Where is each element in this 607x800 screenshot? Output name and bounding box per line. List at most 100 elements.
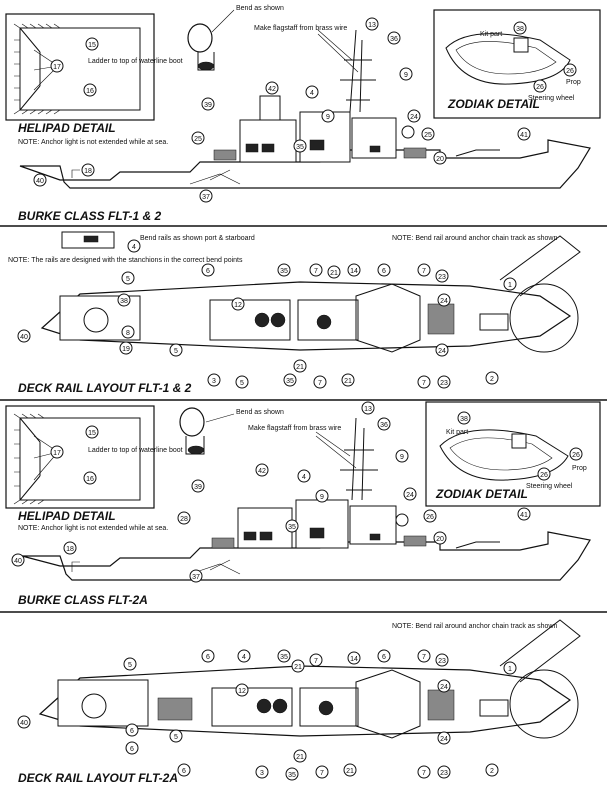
rail2-callout-7c: 7 bbox=[320, 770, 324, 777]
anchor-light-note: NOTE: Anchor light is not extended while… bbox=[18, 139, 168, 146]
rail2-callout-24a: 24 bbox=[440, 684, 448, 691]
rail1-callout-6b: 6 bbox=[382, 268, 386, 275]
rail1-callout-21c: 21 bbox=[344, 378, 352, 385]
profile2-callout-35: 35 bbox=[288, 524, 296, 531]
rail1-callout-5c: 5 bbox=[240, 380, 244, 387]
radar-dish-illustration-2a: Bend as shown bbox=[179, 407, 284, 455]
profile2-callout-42: 42 bbox=[258, 468, 266, 475]
rail1-callout-6: 6 bbox=[206, 268, 210, 275]
rail2-callout-21b: 21 bbox=[296, 754, 304, 761]
rail1-callout-19: 19 bbox=[122, 346, 130, 353]
zodiak-callout-38-2a: 38 bbox=[460, 416, 468, 423]
profile1-callout-24: 24 bbox=[410, 114, 418, 121]
panel-flt-2a-deck-rails: NOTE: Bend rail around anchor chain trac… bbox=[17, 619, 581, 785]
rail1-callout-5b: 5 bbox=[174, 348, 178, 355]
rail2-callout-1: 1 bbox=[508, 666, 512, 673]
profile1-callout-9b: 9 bbox=[326, 114, 330, 121]
flagstaff-note: Make flagstaff from brass wire bbox=[254, 25, 347, 32]
helipad-detail-box-2a: 15 17 16 Ladder to top of waterline boot… bbox=[5, 405, 183, 523]
profile1-callout-42: 42 bbox=[268, 86, 276, 93]
profile2-callout-20: 20 bbox=[436, 536, 444, 543]
zodiak-steering-label-2a: Steering wheel bbox=[526, 483, 573, 490]
rail1-callout-21b: 21 bbox=[296, 364, 304, 371]
rail1-callout-24b: 24 bbox=[438, 348, 446, 355]
rail2-callout-23b: 23 bbox=[440, 770, 448, 777]
profile2-callout-18: 18 bbox=[66, 546, 74, 553]
anchor-chain-note: NOTE: Bend rail around anchor chain trac… bbox=[392, 235, 557, 242]
rail2-callout-6d: 6 bbox=[130, 746, 134, 753]
profile1-callout-18: 18 bbox=[84, 168, 92, 175]
zodiak-kit-part-label-2a: Kit part bbox=[446, 429, 468, 436]
rail1-callout-8: 8 bbox=[126, 330, 130, 337]
profile2-callout-36: 36 bbox=[380, 422, 388, 429]
rail1-callout-24a: 24 bbox=[440, 298, 448, 305]
rail1-callout-35b: 35 bbox=[286, 378, 294, 385]
profile1-callout-39: 39 bbox=[204, 102, 212, 109]
rail1-callout-23a: 23 bbox=[438, 274, 446, 281]
rail2-callout-6c: 6 bbox=[130, 728, 134, 735]
rail2-callout-6b: 6 bbox=[382, 654, 386, 661]
zodiak-callout-26b: 26 bbox=[536, 84, 544, 91]
rail2-callout-21a: 21 bbox=[294, 664, 302, 671]
rail1-callout-14: 14 bbox=[350, 268, 358, 275]
ladder-note-2a: Ladder to top of waterline boot bbox=[88, 447, 183, 454]
zodiak-callout-26a-2a: 26 bbox=[572, 452, 580, 459]
zodiak-callout-38: 38 bbox=[516, 26, 524, 33]
panel-flt-1-2-deck-rails: Bend rails as shown port & starboard NOT… bbox=[8, 231, 581, 395]
rail2-callout-7d: 7 bbox=[422, 770, 426, 777]
zodiak-detail-title: ZODIAK DETAIL bbox=[447, 97, 540, 111]
rail2-callout-24b: 24 bbox=[440, 736, 448, 743]
ship-profile-flt-2a bbox=[21, 417, 591, 581]
rail1-callout-23b: 23 bbox=[440, 380, 448, 387]
flagstaff-note-2a: Make flagstaff from brass wire bbox=[248, 425, 341, 432]
zodiak-prop-label-2a: Prop bbox=[572, 465, 587, 472]
rail2-callout-35: 35 bbox=[280, 654, 288, 661]
callout-17-2a: 17 bbox=[53, 450, 61, 457]
rail1-callout-3: 3 bbox=[212, 378, 216, 385]
rail2-callout-14: 14 bbox=[350, 656, 358, 663]
rail1-callout-35: 35 bbox=[280, 268, 288, 275]
callout-17: 17 bbox=[53, 64, 61, 71]
panel-flt-1-2-profile: 15 17 16 Ladder to top of waterline boot… bbox=[5, 5, 601, 223]
rail2-callout-23a: 23 bbox=[438, 658, 446, 665]
profile2-callout-40: 40 bbox=[14, 558, 22, 565]
profile1-callout-13: 13 bbox=[368, 22, 376, 29]
callout-15-2a: 15 bbox=[88, 430, 96, 437]
rails-design-note: NOTE: The rails are designed with the st… bbox=[8, 257, 243, 264]
zodiak-callout-26a: 26 bbox=[566, 68, 574, 75]
rail2-callout-40: 40 bbox=[20, 720, 28, 727]
rail1-callout-5: 5 bbox=[126, 276, 130, 283]
rail2-callout-12: 12 bbox=[238, 688, 246, 695]
rail2-callout-21c: 21 bbox=[346, 768, 354, 775]
section-title-deck-rails-flt-2a: DECK RAIL LAYOUT FLT-2A bbox=[18, 771, 178, 785]
section-title-deck-rails-flt-1-2: DECK RAIL LAYOUT FLT-1 & 2 bbox=[18, 381, 192, 395]
ladder-note-line1: Ladder to top of waterline boot bbox=[88, 58, 183, 65]
zodiak-detail-box: 38 26 26 Kit part Prop Steering wheel ZO… bbox=[433, 9, 601, 119]
rail2-callout-5: 5 bbox=[128, 662, 132, 669]
profile1-callout-4: 4 bbox=[310, 90, 314, 97]
rail1-callout-4: 4 bbox=[132, 244, 136, 251]
rail2-callout-3: 3 bbox=[260, 770, 264, 777]
profile2-callout-26: 26 bbox=[426, 514, 434, 521]
zodiak-detail-title-2a: ZODIAK DETAIL bbox=[435, 487, 528, 501]
rail1-callout-21a: 21 bbox=[330, 270, 338, 277]
profile2-callout-13: 13 bbox=[364, 406, 372, 413]
profile1-callout-36: 36 bbox=[390, 36, 398, 43]
profile2-callout-9b: 9 bbox=[320, 494, 324, 501]
rail1-callout-7d: 7 bbox=[422, 380, 426, 387]
rail1-callout-7b: 7 bbox=[422, 268, 426, 275]
radar-bend-note: Bend as shown bbox=[236, 5, 284, 12]
section-title-flt-1-2: BURKE CLASS FLT-1 & 2 bbox=[18, 209, 161, 223]
anchor-light-note-2a: NOTE: Anchor light is not extended while… bbox=[18, 525, 168, 532]
zodiak-callout-26b-2a: 26 bbox=[540, 472, 548, 479]
rail2-callout-2: 2 bbox=[490, 768, 494, 775]
profile1-callout-37: 37 bbox=[202, 194, 210, 201]
panel-flt-2a-profile: 15 17 16 Ladder to top of waterline boot… bbox=[5, 401, 601, 607]
zodiak-kit-part-label: Kit part bbox=[480, 31, 502, 38]
radar-bend-note-2a: Bend as shown bbox=[236, 409, 284, 416]
helipad-detail-box: 15 17 16 Ladder to top of waterline boot… bbox=[5, 13, 183, 135]
rail2-callout-5b: 5 bbox=[174, 734, 178, 741]
profile2-callout-28: 28 bbox=[180, 516, 188, 523]
rail1-callout-7a: 7 bbox=[314, 268, 318, 275]
callout-16: 16 bbox=[86, 88, 94, 95]
